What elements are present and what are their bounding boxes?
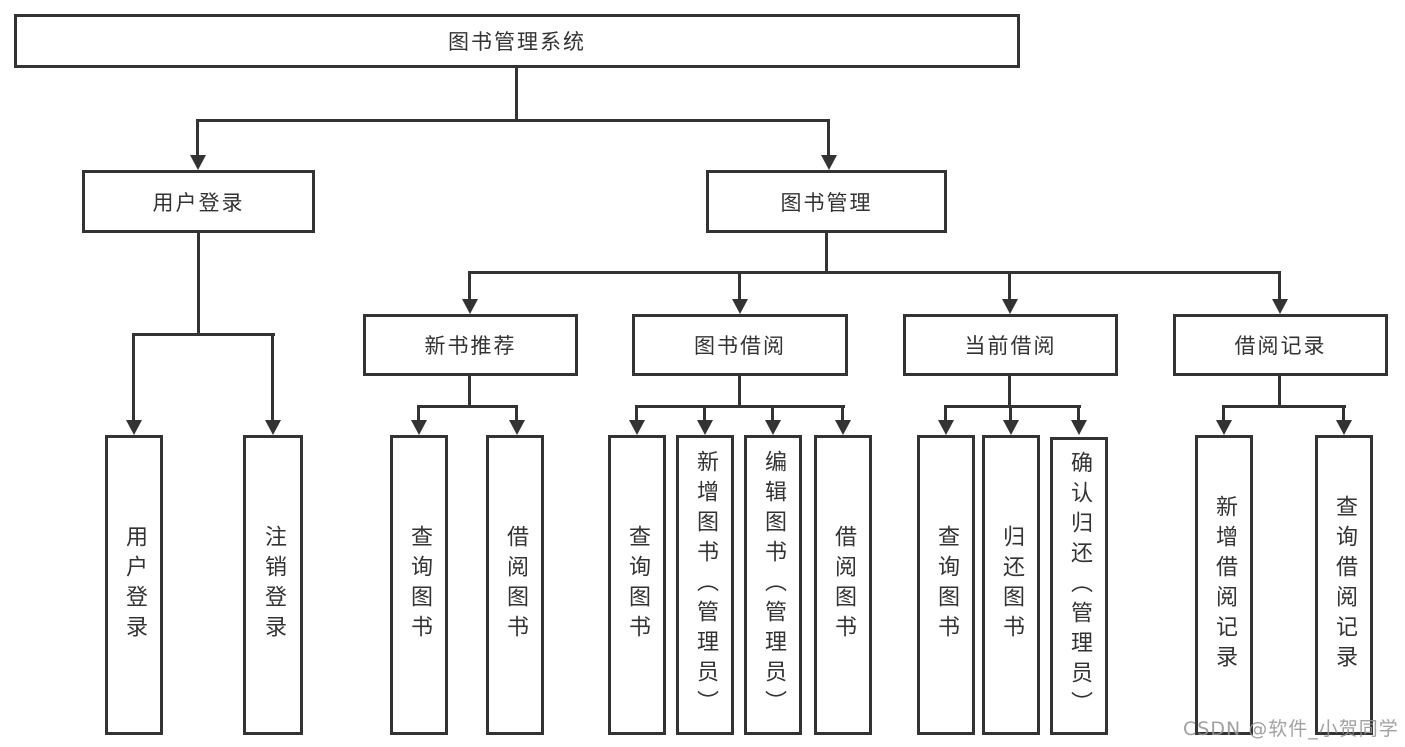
arrowhead-down-icon [1216, 420, 1232, 435]
connector-line [196, 119, 830, 122]
arrowhead-down-icon [732, 299, 748, 314]
node-current-borrowing: 当前借阅 [903, 314, 1118, 376]
connector-line [738, 376, 741, 408]
connector-line [132, 333, 275, 336]
arrowhead-down-icon [462, 299, 478, 314]
arrowhead-down-icon [509, 420, 525, 435]
connector-line [417, 405, 518, 408]
leaf-borrowing-edit-books-admin: 编辑图书（管理员） [744, 435, 802, 735]
node-book-borrowing: 图书借阅 [632, 314, 848, 376]
connector-line [1222, 405, 1225, 422]
connector-line [944, 405, 1081, 408]
arrowhead-down-icon [1003, 420, 1019, 435]
node-label: 图书借阅 [694, 334, 786, 358]
connector-line [1278, 376, 1281, 408]
connector-line [515, 405, 518, 422]
connector-line [197, 233, 200, 336]
leaf-borrowing-borrow-books: 借阅图书 [814, 435, 872, 735]
leaf-records-query-record: 查询借阅记录 [1315, 435, 1373, 735]
connector-line [703, 405, 706, 422]
node-label: 用户登录 [122, 525, 147, 645]
node-label: 查询图书 [625, 525, 650, 645]
node-label: 借阅记录 [1234, 334, 1327, 358]
leaf-current-confirm-return-admin: 确认归还（管理员） [1050, 437, 1108, 735]
watermark-text: CSDN @软件_小贺同学 [1183, 718, 1399, 740]
node-new-book-recommend: 新书推荐 [363, 314, 578, 376]
leaf-current-query-books: 查询图书 [917, 435, 975, 735]
connector-line [825, 233, 828, 274]
connector-line [944, 405, 947, 422]
node-label: 新增图书（管理员） [693, 450, 718, 720]
node-label: 查询图书 [934, 525, 959, 645]
leaf-logout-login: 注销登录 [243, 435, 303, 735]
leaf-current-return-books: 归还图书 [982, 435, 1040, 735]
arrowhead-down-icon [835, 420, 851, 435]
leaf-recommend-borrow-books: 借阅图书 [486, 435, 544, 735]
leaf-records-add-record: 新增借阅记录 [1195, 435, 1253, 735]
arrowhead-down-icon [190, 155, 206, 170]
node-label: 归还图书 [999, 525, 1024, 645]
leaf-borrowing-add-books-admin: 新增图书（管理员） [676, 435, 734, 735]
node-book-management-system: 图书管理系统 [14, 14, 1020, 68]
connector-line [468, 376, 471, 408]
arrowhead-down-icon [1002, 299, 1018, 314]
connector-line [468, 271, 1281, 274]
arrowhead-down-icon [411, 420, 427, 435]
arrowhead-down-icon [821, 155, 837, 170]
node-label: 图书管理系统 [448, 30, 586, 54]
connector-line [1008, 376, 1011, 408]
arrowhead-down-icon [765, 420, 781, 435]
connector-line [1009, 405, 1012, 422]
connector-line [1077, 405, 1080, 422]
arrowhead-down-icon [938, 420, 954, 435]
node-label: 编辑图书（管理员） [761, 450, 786, 720]
arrowhead-down-icon [629, 420, 645, 435]
connector-line [1278, 271, 1281, 301]
node-label: 借阅图书 [503, 525, 528, 645]
connector-line [771, 405, 774, 422]
node-label: 用户登录 [152, 190, 245, 215]
leaf-recommend-query-books: 查询图书 [390, 435, 448, 735]
node-label: 新书推荐 [424, 334, 517, 358]
arrowhead-down-icon [1071, 420, 1087, 435]
node-label: 注销登录 [261, 525, 286, 645]
connector-line [271, 333, 274, 420]
connector-line [468, 271, 471, 301]
connector-line [1008, 271, 1011, 301]
node-label: 查询借阅记录 [1332, 495, 1357, 675]
node-label: 当前借阅 [964, 334, 1057, 358]
node-book-management: 图书管理 [706, 170, 947, 233]
connector-line [635, 405, 638, 422]
node-label: 查询图书 [407, 525, 432, 645]
connector-line [515, 68, 518, 121]
node-label: 借阅图书 [831, 525, 856, 645]
connector-line [196, 119, 199, 157]
node-label: 新增借阅记录 [1212, 495, 1237, 675]
connector-line [1342, 405, 1345, 422]
node-borrowing-records: 借阅记录 [1173, 314, 1388, 376]
node-user-login: 用户登录 [82, 170, 315, 233]
connector-line [1222, 405, 1346, 408]
connector-line [827, 119, 830, 157]
connector-line [738, 271, 741, 301]
arrowhead-down-icon [265, 420, 281, 435]
connector-line [417, 405, 420, 422]
arrowhead-down-icon [126, 420, 142, 435]
leaf-user-login: 用户登录 [105, 435, 163, 735]
leaf-borrowing-query-books: 查询图书 [608, 435, 666, 735]
node-label: 确认归还（管理员） [1067, 451, 1092, 721]
node-label: 图书管理 [780, 190, 873, 215]
arrowhead-down-icon [1336, 420, 1352, 435]
arrowhead-down-icon [697, 420, 713, 435]
arrowhead-down-icon [1272, 299, 1288, 314]
connector-line [132, 333, 135, 420]
connector-line [635, 405, 845, 408]
connector-line [841, 405, 844, 422]
